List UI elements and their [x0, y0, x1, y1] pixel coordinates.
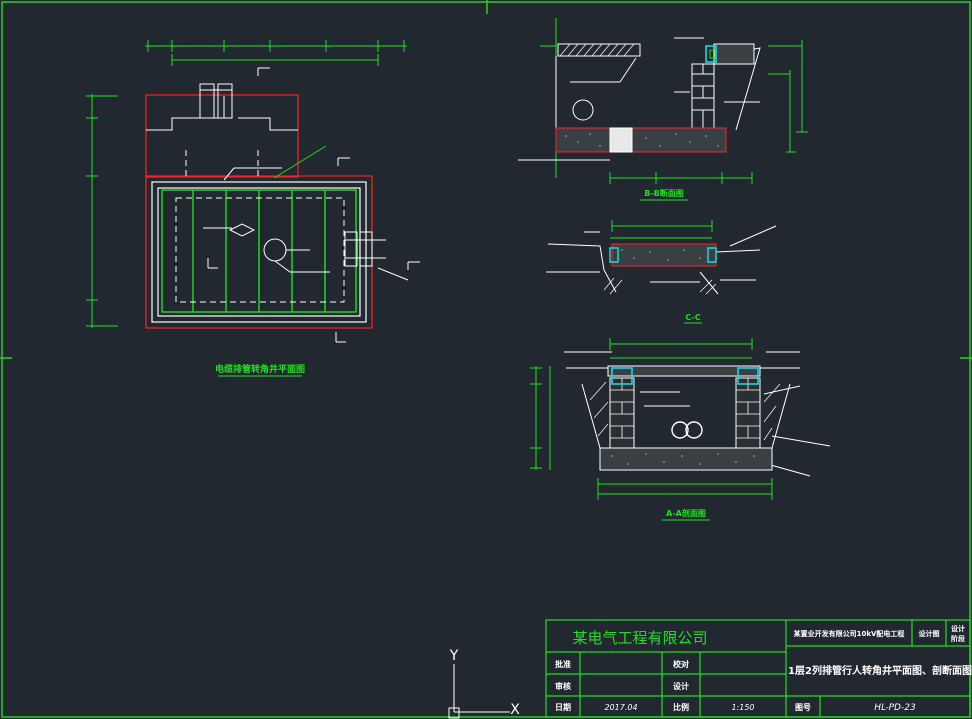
review-label: 审核	[555, 681, 571, 691]
section-b-b-title: B-B断面图	[644, 188, 684, 198]
title-block	[545, 619, 971, 718]
section-a-a-title: A-A剖面图	[666, 508, 706, 518]
approve-label: 批准	[555, 659, 571, 669]
drawing-number-value: HL-PD-23	[874, 703, 916, 713]
section-b-b: B-B断面图	[518, 18, 808, 201]
stage-value-2: 阶段	[951, 634, 965, 643]
scale-value: 1:150	[731, 703, 754, 712]
project-name: 某置业开发有限公司10kV配电工程	[793, 629, 905, 638]
drawing-number-label: 图号	[795, 703, 811, 712]
ucs-icon	[448, 664, 510, 719]
drawing-title: 1层2列排管行人转角井平面图、剖断面图	[788, 664, 972, 677]
scale-label: 比例	[673, 702, 689, 712]
ucs-x-label: X	[510, 702, 520, 718]
date-label: 日期	[555, 702, 571, 712]
stage-label: 设计图	[919, 629, 940, 638]
stage-value-1: 设计	[951, 624, 965, 633]
ucs-y-label: Y	[449, 648, 459, 664]
plan-view: 电缆排管转角井平面图	[86, 40, 420, 377]
check-label: 校对	[673, 659, 689, 669]
section-a-a: A-A剖面图	[530, 338, 831, 521]
date-value: 2017.04	[604, 703, 637, 712]
section-c-c: C-C	[546, 220, 777, 324]
design-label: 设计	[673, 681, 689, 691]
company-name: 某电气工程有限公司	[572, 629, 707, 647]
plan-view-title: 电缆排管转角井平面图	[215, 363, 305, 375]
section-c-c-title: C-C	[685, 313, 700, 322]
